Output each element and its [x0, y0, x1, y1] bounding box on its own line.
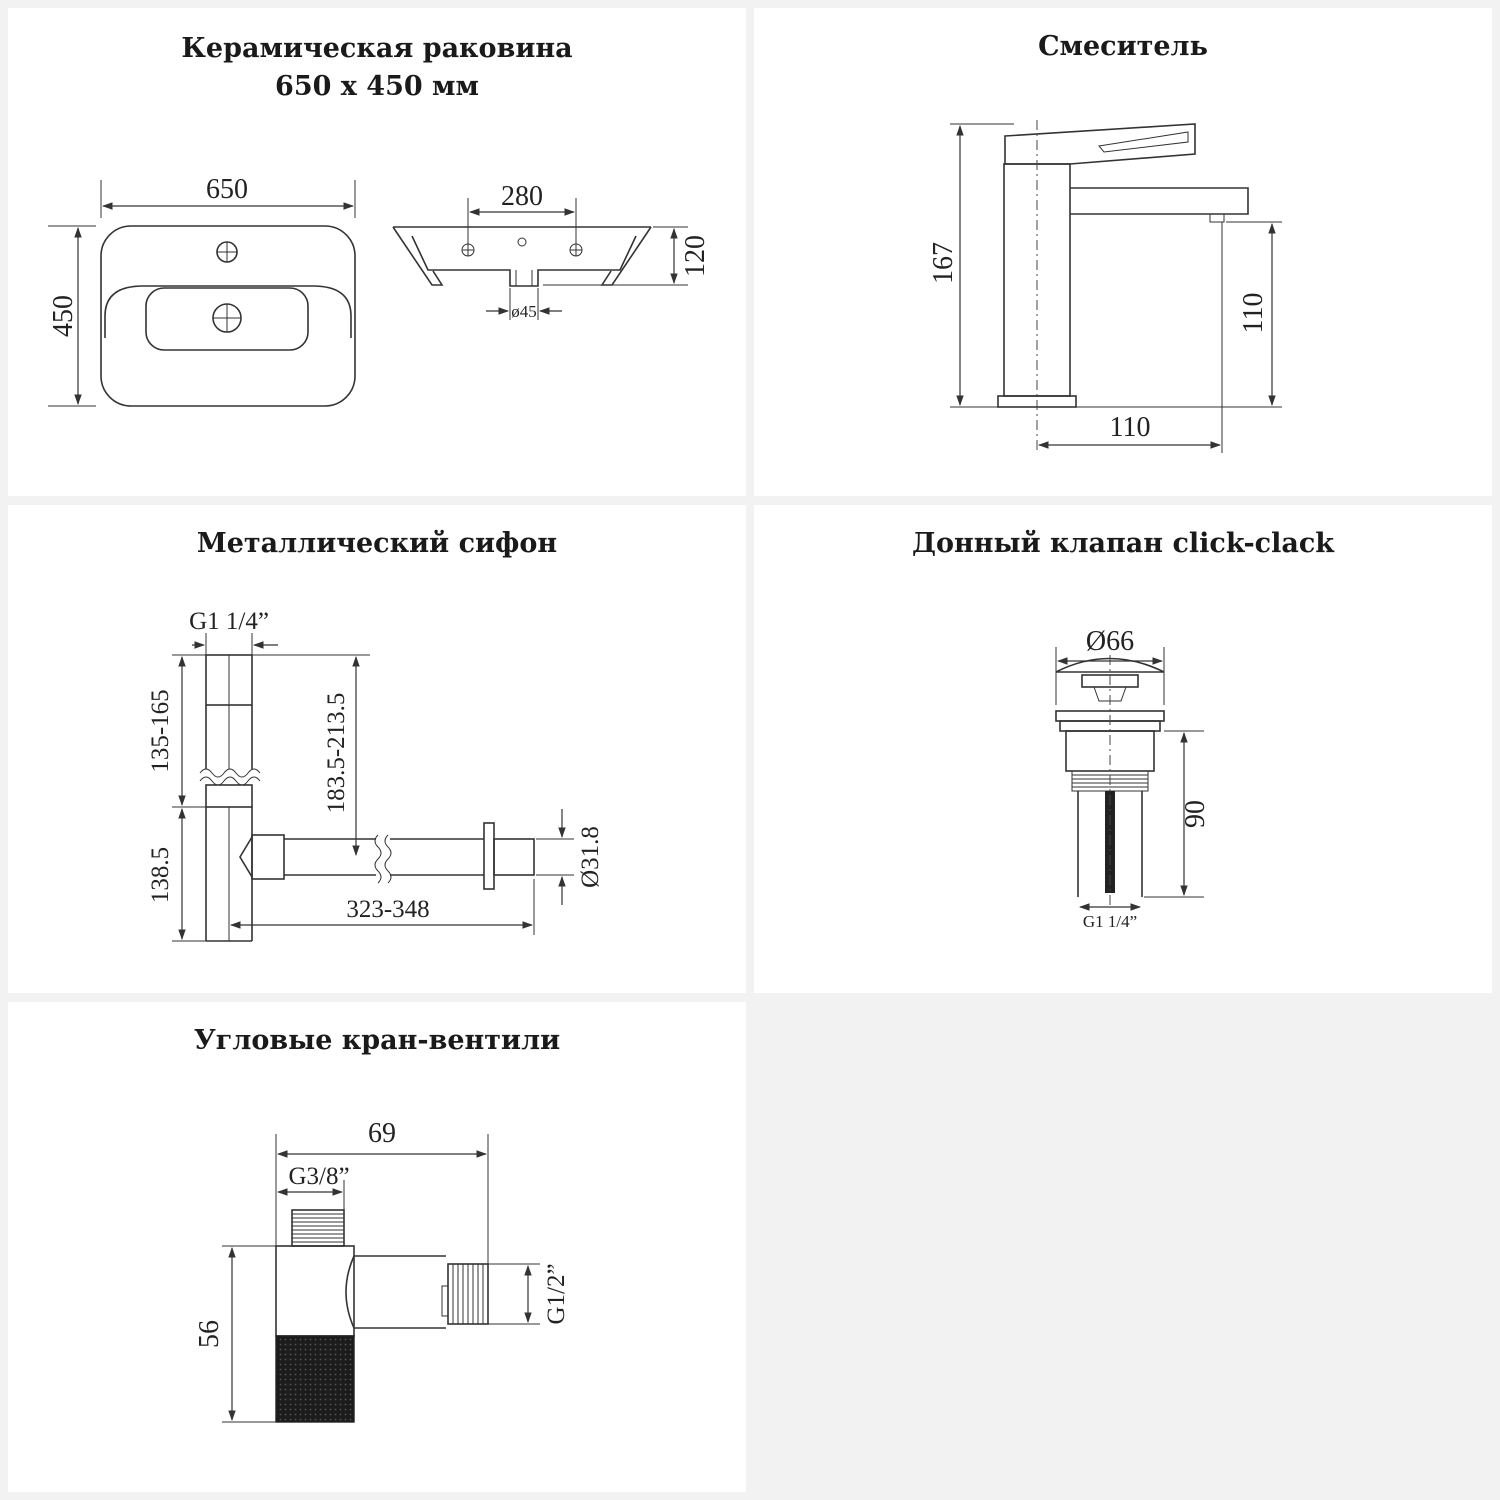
siphon-outlet-height-label: 183.5-213.5 [323, 693, 350, 814]
siphon-lower-label: 138.5 [147, 847, 174, 903]
angle-valve-height-label: 56 [194, 1320, 225, 1348]
knurled-handle [275, 1335, 355, 1423]
siphon-title: Металлический сифон [196, 528, 558, 559]
angle-valve-outlet-label: G1/2” [543, 1263, 570, 1324]
siphon-length-label: 323-348 [346, 896, 429, 923]
angle-valve-body [275, 1209, 489, 1423]
mixer-height-label: 167 [928, 242, 959, 284]
angle-valve-inlet-label: G3/8” [288, 1163, 349, 1190]
valve-diameter-label: Ø66 [1086, 626, 1134, 657]
siphon-body [199, 654, 535, 942]
tap-hole-icon [216, 241, 238, 263]
mixer-title: Смеситель [1038, 31, 1208, 62]
sink-title-line2: 650 х 450 мм [275, 71, 479, 102]
sink-title-line1: Керамическая раковина [181, 33, 573, 64]
sink-side-width-label: 280 [501, 181, 543, 212]
angle-valve-panel: Угловые кран-вентили [8, 1002, 746, 1492]
sink-side-view [392, 226, 652, 287]
sink-bowl-edge [104, 285, 352, 338]
mixer-body [997, 120, 1249, 453]
sink-title: Керамическая раковина 650 х 450 мм [8, 30, 746, 106]
mixer-drawing: 167 110 110 [928, 120, 1282, 453]
valve-body [1055, 655, 1165, 905]
spout-height-label: 110 [1238, 293, 1269, 334]
siphon-drawing: G1 1/4” 135-165 138.5 183.5-213.5 323-34… [147, 608, 604, 942]
sink-outline [100, 225, 356, 407]
sink-width-label: 650 [206, 174, 248, 205]
sink-basin [145, 287, 309, 351]
valve-height-label: 90 [1180, 800, 1211, 828]
sink-side-height-label: 120 [680, 235, 711, 277]
angle-valve-length-label: 69 [368, 1118, 396, 1149]
siphon-upper-label: 135-165 [147, 689, 174, 772]
siphon-diameter-label: Ø31.8 [577, 826, 604, 888]
valve-panel: Донный клапан click-clack Ø66 [754, 505, 1492, 993]
valve-drawing: Ø66 90 G1 1/4” [1055, 626, 1211, 931]
valve-thread-label: G1 1/4” [1083, 912, 1137, 931]
mixer-reach-label: 110 [1110, 412, 1151, 443]
drain-label: ø45 [511, 302, 537, 321]
siphon-thread-label: G1 1/4” [189, 608, 269, 635]
sink-drawing: 650 450 280 120 ø45 [48, 174, 711, 407]
drain-hole-icon [212, 303, 242, 333]
siphon-panel: Металлический сифон [8, 505, 746, 993]
valve-title: Донный клапан click-clack [911, 528, 1335, 559]
sink-height-label: 450 [48, 295, 79, 337]
mixer-panel: Смеситель 167 110 110 [754, 8, 1492, 496]
angle-valve-title: Угловые кран-вентили [193, 1025, 561, 1056]
angle-valve-drawing: 69 G3/8” 56 G1/2” [194, 1118, 570, 1423]
sink-panel: Керамическая раковина 650 х 450 мм 650 4… [8, 8, 746, 496]
